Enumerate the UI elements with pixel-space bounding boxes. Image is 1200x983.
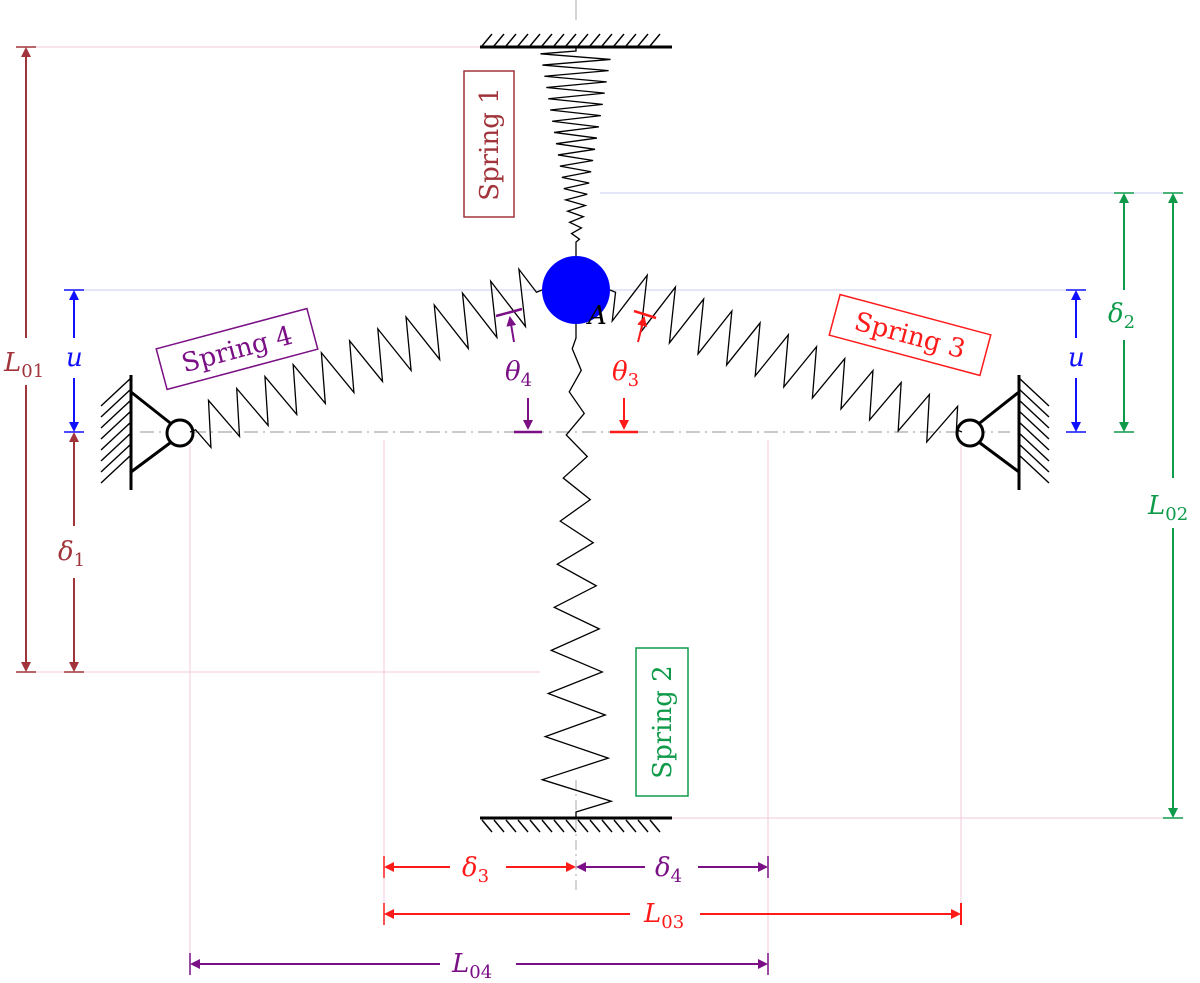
angle-theta3: θ3	[610, 309, 657, 434]
svg-text:L03: L03	[643, 899, 684, 933]
dimension-u-left: u	[64, 289, 84, 433]
dimension-l01: L01	[3, 46, 44, 673]
spring-2-label: Spring 2	[648, 665, 678, 778]
svg-text:δ2: δ2	[1108, 299, 1135, 333]
svg-text:L04: L04	[451, 949, 492, 983]
spring-2	[540, 324, 614, 818]
top-wall	[480, 33, 672, 49]
svg-text:δ3: δ3	[462, 853, 489, 887]
dimension-u-right: u	[1066, 289, 1086, 433]
angle-theta4: θ4	[495, 307, 542, 434]
dimension-delta1: δ1	[58, 432, 85, 673]
spring-3-label-box: Spring 3	[828, 293, 992, 377]
dimension-l03: L03	[383, 899, 962, 933]
svg-text:L02: L02	[1147, 491, 1188, 525]
svg-text:L01: L01	[3, 348, 44, 382]
dimension-delta2: δ2	[1108, 192, 1135, 433]
left-pin-support	[100, 375, 195, 490]
mass-ball	[542, 256, 610, 324]
right-pin-support	[955, 375, 1050, 490]
dimension-l04: L04	[189, 949, 769, 983]
svg-text:θ3: θ3	[612, 357, 639, 391]
svg-text:θ4: θ4	[505, 357, 532, 391]
spring-1	[540, 47, 611, 256]
spring-1-label-box: Spring 1	[463, 70, 515, 218]
dimension-delta4: δ4	[576, 853, 769, 887]
dimension-delta3: δ3	[383, 853, 576, 887]
guide-lines	[22, 0, 1175, 975]
point-a-label: A	[586, 301, 607, 331]
spring-3	[609, 272, 963, 444]
dimension-l02: L02	[1147, 192, 1188, 819]
u-right-label: u	[1068, 343, 1085, 373]
svg-text:δ1: δ1	[58, 537, 85, 571]
u-left-label: u	[66, 343, 83, 373]
spring-1-label: Spring 1	[475, 87, 505, 200]
spring-4	[189, 266, 543, 450]
spring-2-label-box: Spring 2	[635, 647, 689, 797]
svg-text:δ4: δ4	[655, 853, 682, 887]
